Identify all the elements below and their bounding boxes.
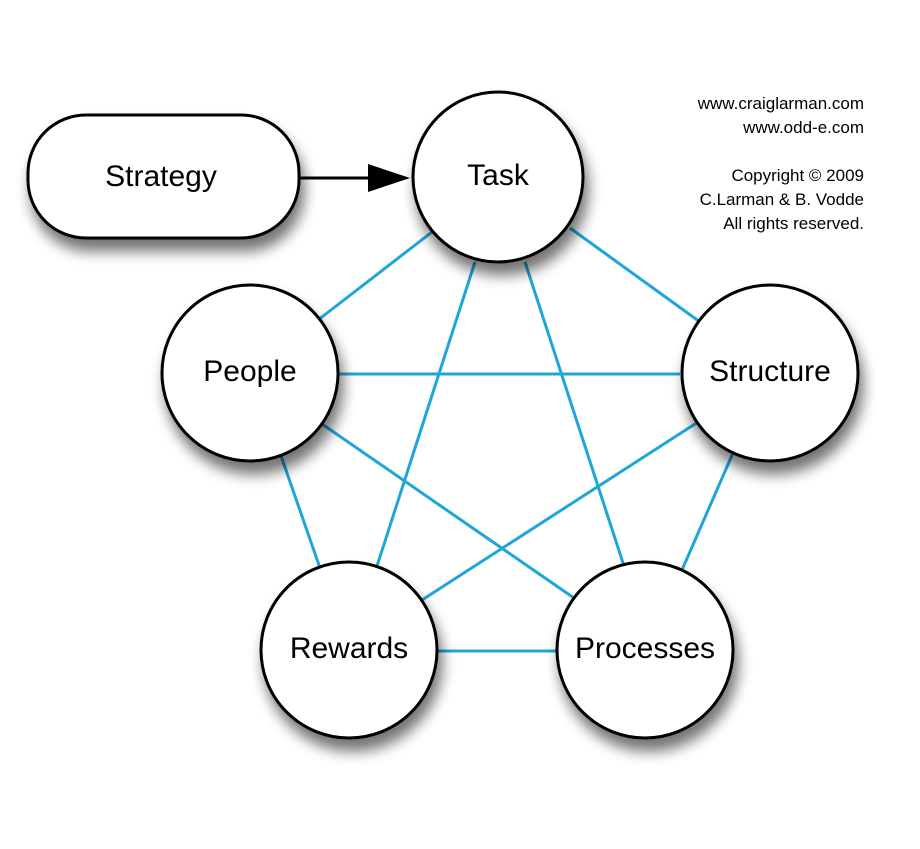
rewards-node: Rewards bbox=[259, 560, 439, 740]
structure-node: Structure bbox=[680, 283, 860, 463]
credit-copyright: Copyright © 2009 bbox=[731, 166, 864, 185]
credit-rights: All rights reserved. bbox=[723, 214, 864, 233]
link-task-processes bbox=[523, 261, 626, 567]
structure-label: Structure bbox=[709, 355, 831, 388]
link-people-rewards bbox=[278, 452, 322, 569]
credits-spacer bbox=[698, 140, 864, 164]
link-task-structure bbox=[569, 226, 701, 324]
strategy-node: Strategy bbox=[26, 113, 301, 240]
connections bbox=[278, 226, 735, 653]
task-node: Task bbox=[411, 90, 585, 264]
people-node: People bbox=[160, 283, 340, 463]
credit-authors: C.Larman & B. Vodde bbox=[699, 190, 864, 209]
link-structure-processes bbox=[680, 452, 735, 571]
link-task-rewards bbox=[375, 261, 477, 567]
rewards-label: Rewards bbox=[290, 632, 408, 665]
link-task-people bbox=[317, 230, 433, 322]
processes-node: Processes bbox=[555, 560, 735, 740]
credits-block: www.craiglarman.com www.odd-e.com Copyri… bbox=[698, 92, 864, 236]
people-label: People bbox=[203, 355, 296, 388]
credit-url-odd-e: www.odd-e.com bbox=[743, 118, 864, 137]
strategy-label: Strategy bbox=[105, 160, 217, 193]
link-structure-rewards bbox=[421, 420, 699, 602]
link-people-processes bbox=[321, 422, 575, 600]
strategy-to-task-arrow bbox=[299, 164, 410, 192]
credit-url-craiglarman: www.craiglarman.com bbox=[697, 94, 864, 113]
processes-label: Processes bbox=[575, 632, 715, 665]
task-label: Task bbox=[467, 159, 530, 192]
